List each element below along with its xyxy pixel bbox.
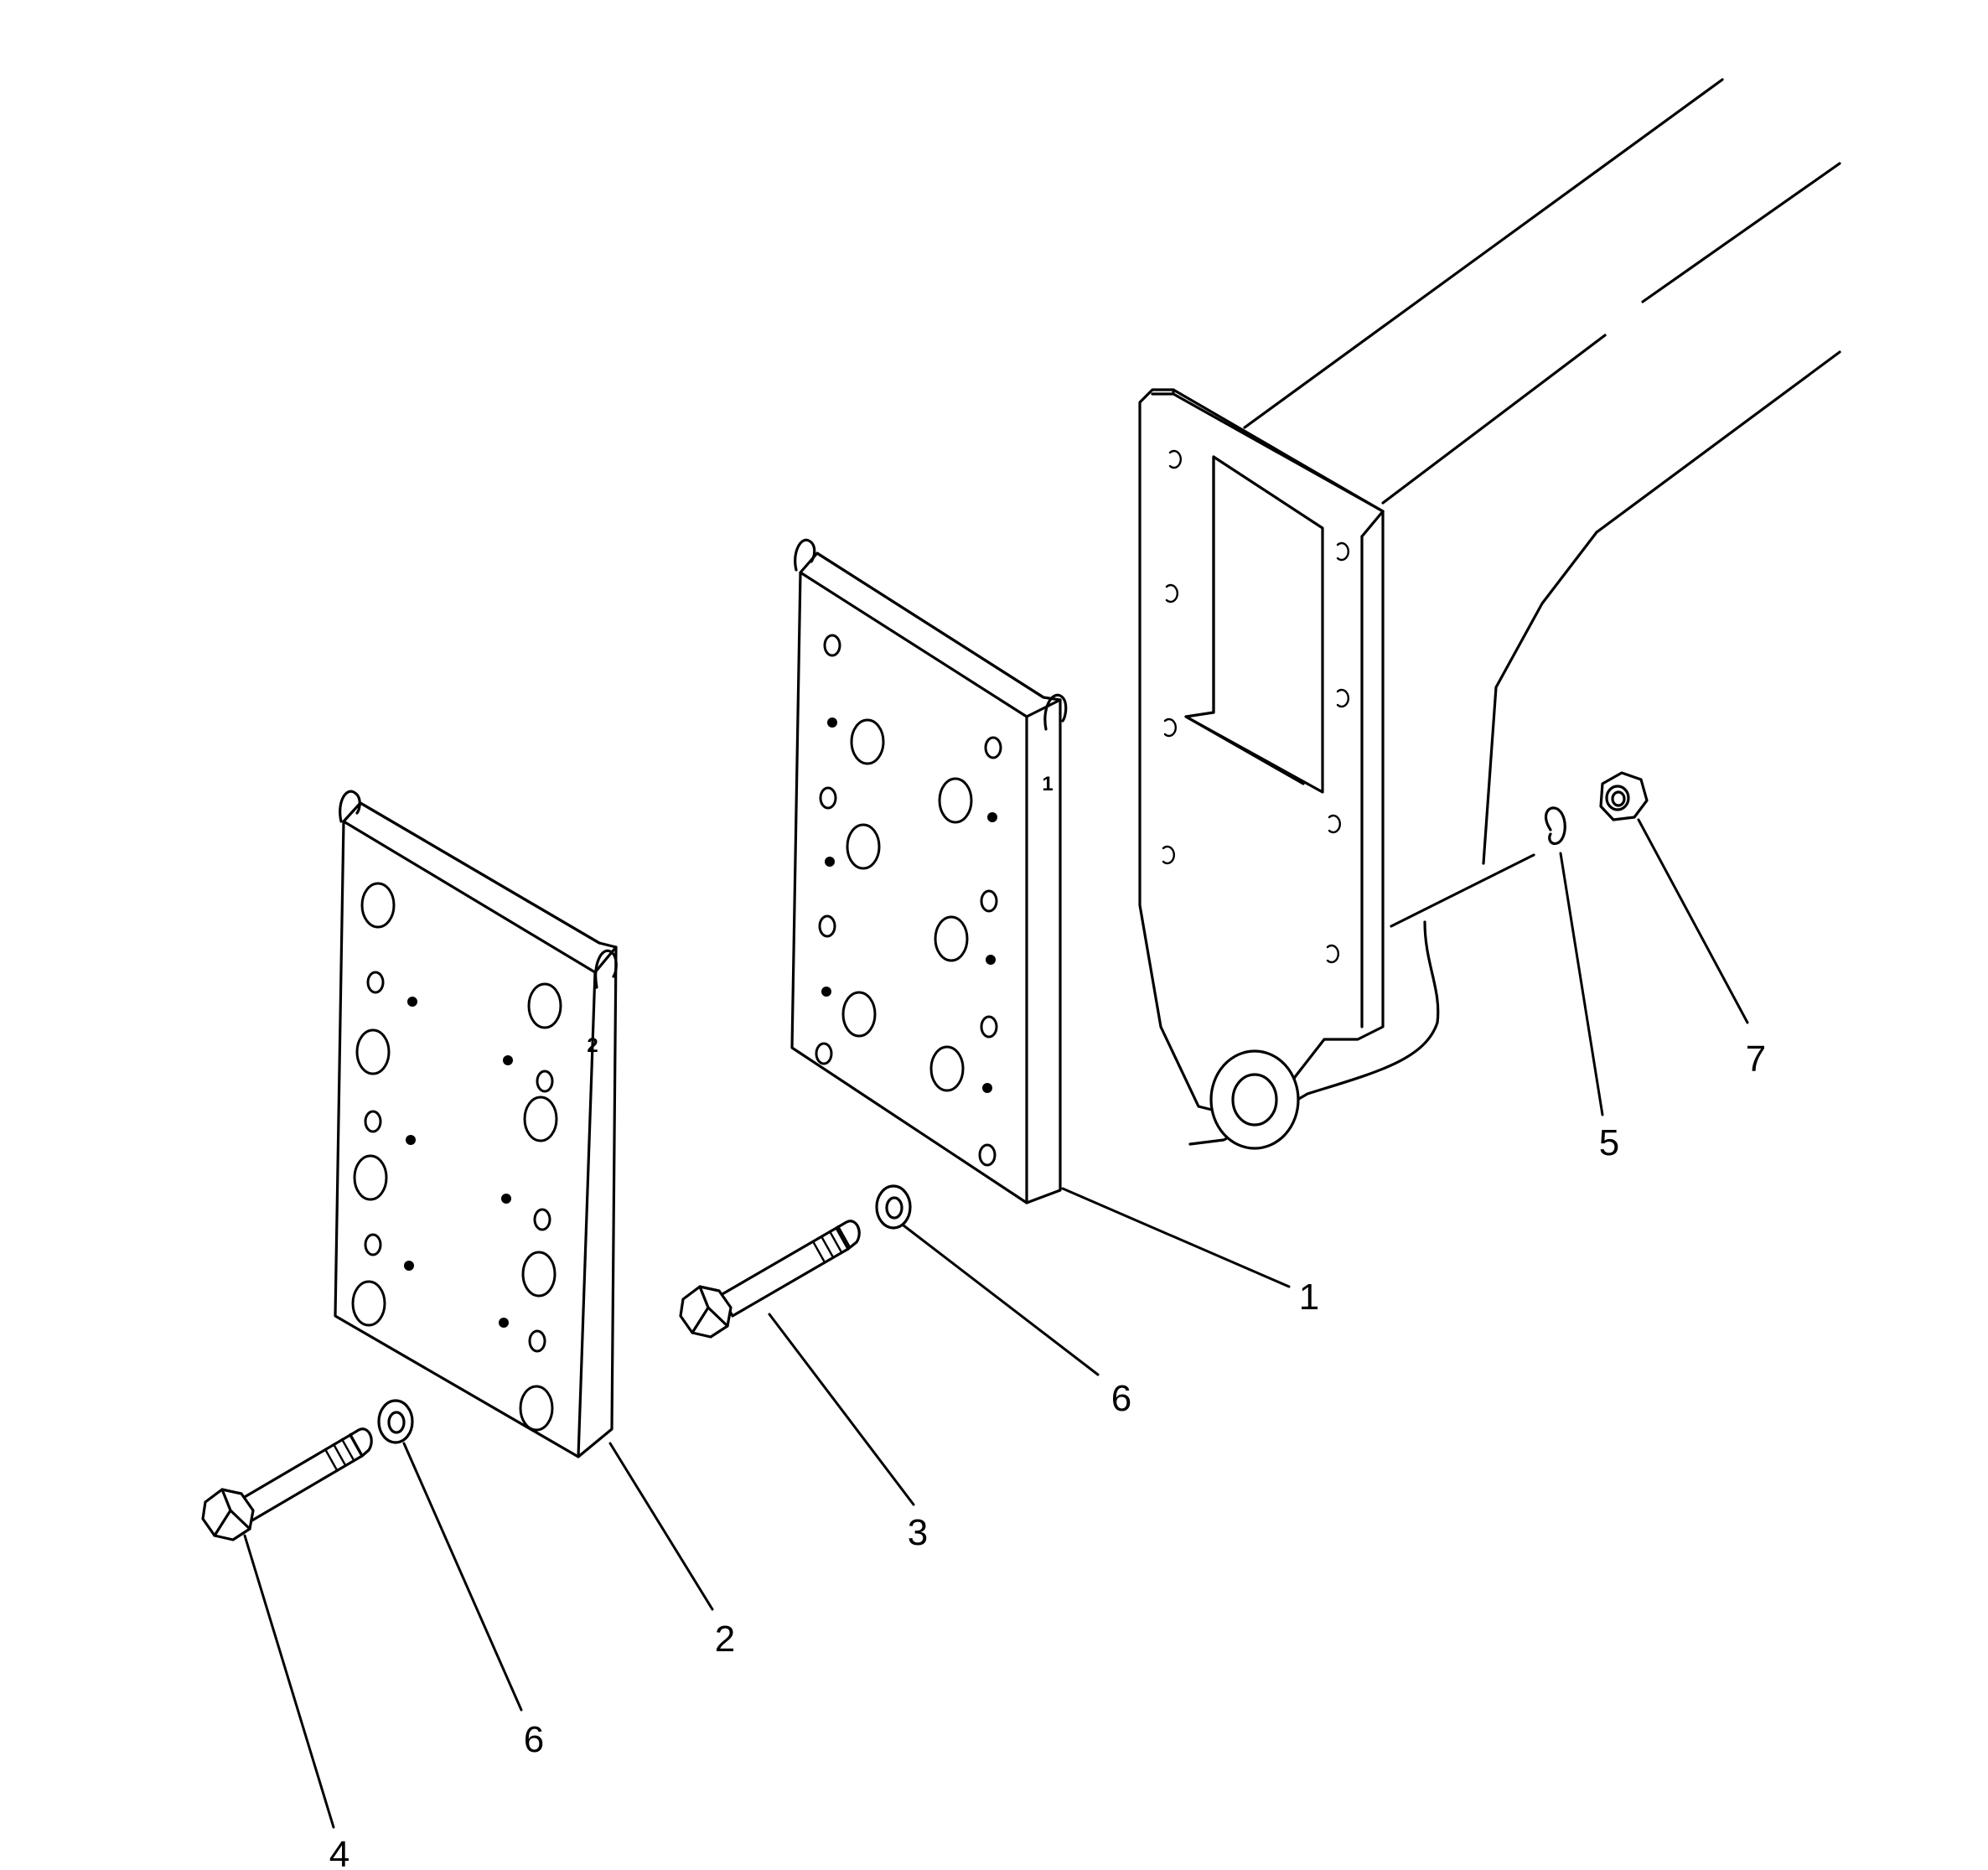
washer-6-upper (875, 1184, 912, 1230)
bolt-4 (201, 1427, 373, 1541)
callout-3: 3 (908, 1512, 928, 1553)
frame-bracket (1138, 78, 1841, 1150)
plate-1-mark: 1 (1042, 773, 1053, 795)
callout-2: 2 (715, 1619, 735, 1660)
callout-labels: 1 2 3 4 5 6 6 7 (329, 1039, 1766, 1870)
bolt-3 (679, 1220, 861, 1339)
leader-lines (243, 818, 1749, 1829)
valve-plate-2: 2 (334, 790, 618, 1458)
callout-1: 1 (1299, 1277, 1319, 1318)
nut-7 (1599, 771, 1649, 821)
callout-4: 4 (329, 1834, 349, 1870)
callout-7: 7 (1746, 1039, 1766, 1080)
lock-washer-5 (1545, 806, 1566, 846)
valve-plate-1: 1 (790, 538, 1068, 1204)
callout-5: 5 (1599, 1122, 1619, 1163)
callout-6-upper: 6 (1111, 1378, 1131, 1419)
washer-6-lower (377, 1399, 414, 1444)
plate-2-mark: 2 (587, 1034, 598, 1057)
callout-6-lower: 6 (524, 1719, 544, 1760)
